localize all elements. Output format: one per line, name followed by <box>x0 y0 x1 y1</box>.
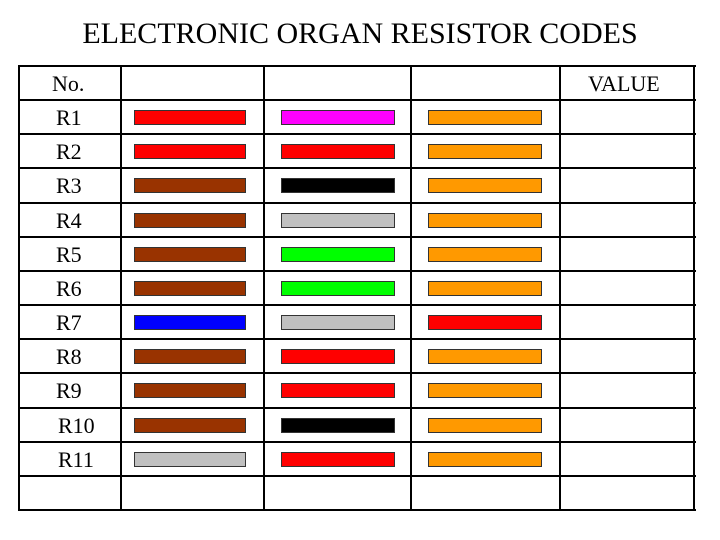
color-band-orange <box>428 452 542 467</box>
color-band-orange <box>428 213 542 228</box>
row-divider <box>19 441 696 443</box>
row-divider <box>19 133 696 135</box>
row-divider <box>19 475 696 477</box>
row-divider <box>19 99 696 101</box>
page-title: ELECTRONIC ORGAN RESISTOR CODES <box>82 17 638 50</box>
resistor-label: R4 <box>56 207 82 233</box>
row-divider <box>19 372 696 374</box>
color-band-magenta <box>281 110 395 125</box>
resistor-label: R5 <box>56 241 82 267</box>
color-band-orange <box>428 110 542 125</box>
color-band-green <box>281 281 395 296</box>
color-band-red <box>281 383 395 398</box>
resistor-label: R10 <box>58 412 95 438</box>
resistor-label: R8 <box>56 344 82 370</box>
column-divider <box>410 65 412 511</box>
row-divider <box>19 202 696 204</box>
color-band-orange <box>428 418 542 433</box>
row-divider <box>19 236 696 238</box>
color-band-red <box>134 110 246 125</box>
color-band-black <box>281 418 395 433</box>
color-band-red <box>428 315 542 330</box>
row-divider <box>19 407 696 409</box>
column-divider <box>263 65 265 511</box>
color-band-red <box>281 349 395 364</box>
column-divider <box>120 65 122 511</box>
color-band-brown <box>134 178 246 193</box>
color-band-grey <box>134 452 246 467</box>
color-band-red <box>281 452 395 467</box>
row-divider <box>19 270 696 272</box>
color-band-grey <box>281 315 395 330</box>
color-band-orange <box>428 281 542 296</box>
header-value: VALUE <box>588 71 660 96</box>
color-band-orange <box>428 178 542 193</box>
color-band-orange <box>428 383 542 398</box>
color-band-brown <box>134 281 246 296</box>
header-no: No. <box>52 71 85 96</box>
color-band-brown <box>134 418 246 433</box>
column-divider <box>18 65 20 511</box>
resistor-label: R11 <box>58 446 94 472</box>
color-band-red <box>281 144 395 159</box>
resistor-label: R9 <box>56 378 82 404</box>
row-divider <box>19 509 696 511</box>
color-band-brown <box>134 349 246 364</box>
color-band-blue <box>134 315 246 330</box>
row-divider <box>19 338 696 340</box>
column-divider <box>559 65 561 511</box>
resistor-label: R2 <box>56 139 82 165</box>
color-band-grey <box>281 213 395 228</box>
color-band-black <box>281 178 395 193</box>
color-band-green <box>281 247 395 262</box>
row-divider <box>19 304 696 306</box>
resistor-label: R7 <box>56 310 82 336</box>
column-divider <box>693 65 695 511</box>
color-band-red <box>134 144 246 159</box>
row-divider <box>19 167 696 169</box>
resistor-label: R3 <box>56 173 82 199</box>
color-band-orange <box>428 349 542 364</box>
color-band-orange <box>428 247 542 262</box>
color-band-brown <box>134 213 246 228</box>
color-band-orange <box>428 144 542 159</box>
resistor-label: R1 <box>56 105 82 131</box>
row-divider <box>19 65 696 67</box>
resistor-label: R6 <box>56 275 82 301</box>
color-band-brown <box>134 247 246 262</box>
color-band-brown <box>134 383 246 398</box>
